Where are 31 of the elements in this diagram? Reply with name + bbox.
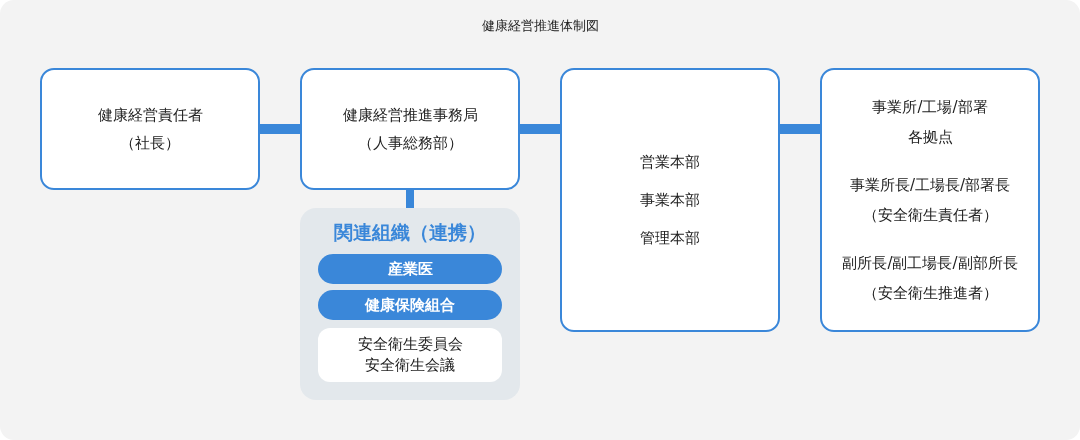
node-label: 営業本部 (640, 152, 700, 173)
organization-pill (318, 254, 502, 284)
node-label: 事業所/工場/部署 (872, 97, 988, 118)
node-label: 事業所長/工場長/部署長 (849, 175, 1011, 196)
division-box (560, 68, 780, 332)
node-label: 安全衛生委員会 (357, 334, 463, 355)
node-label: （人事総務部） (357, 133, 463, 154)
node-label: 管理本部 (640, 228, 700, 249)
connector-bar (406, 190, 414, 208)
role-box (40, 68, 260, 190)
node-label: 健康経営責任者 (97, 105, 203, 126)
group-heading: 関連組織（連携） (334, 220, 486, 245)
node-label: （安全衛生推進者） (862, 283, 998, 304)
node-label: 健康保険組合 (365, 295, 455, 315)
site-box (820, 68, 1040, 332)
committee-box (318, 328, 502, 382)
organization-pill (318, 290, 502, 320)
connector-bar (260, 124, 300, 134)
node-label: 産業医 (387, 259, 433, 279)
node-label: 各拠点 (907, 127, 953, 148)
connector-bar (520, 124, 560, 134)
node-label: 安全衛生会議 (365, 355, 455, 376)
office-box (300, 68, 520, 190)
node-label: （安全衛生責任者） (862, 205, 998, 226)
node-label: 事業本部 (640, 190, 700, 211)
node-label: （社長） (120, 133, 180, 154)
node-label: 副所長/副工場長/副部所長 (842, 253, 1018, 274)
node-label: 健康経営推進事務局 (342, 105, 478, 126)
connector-bar (780, 124, 820, 134)
diagram-title: 健康経営推進体制図 (480, 17, 600, 35)
group-panel (300, 208, 520, 400)
